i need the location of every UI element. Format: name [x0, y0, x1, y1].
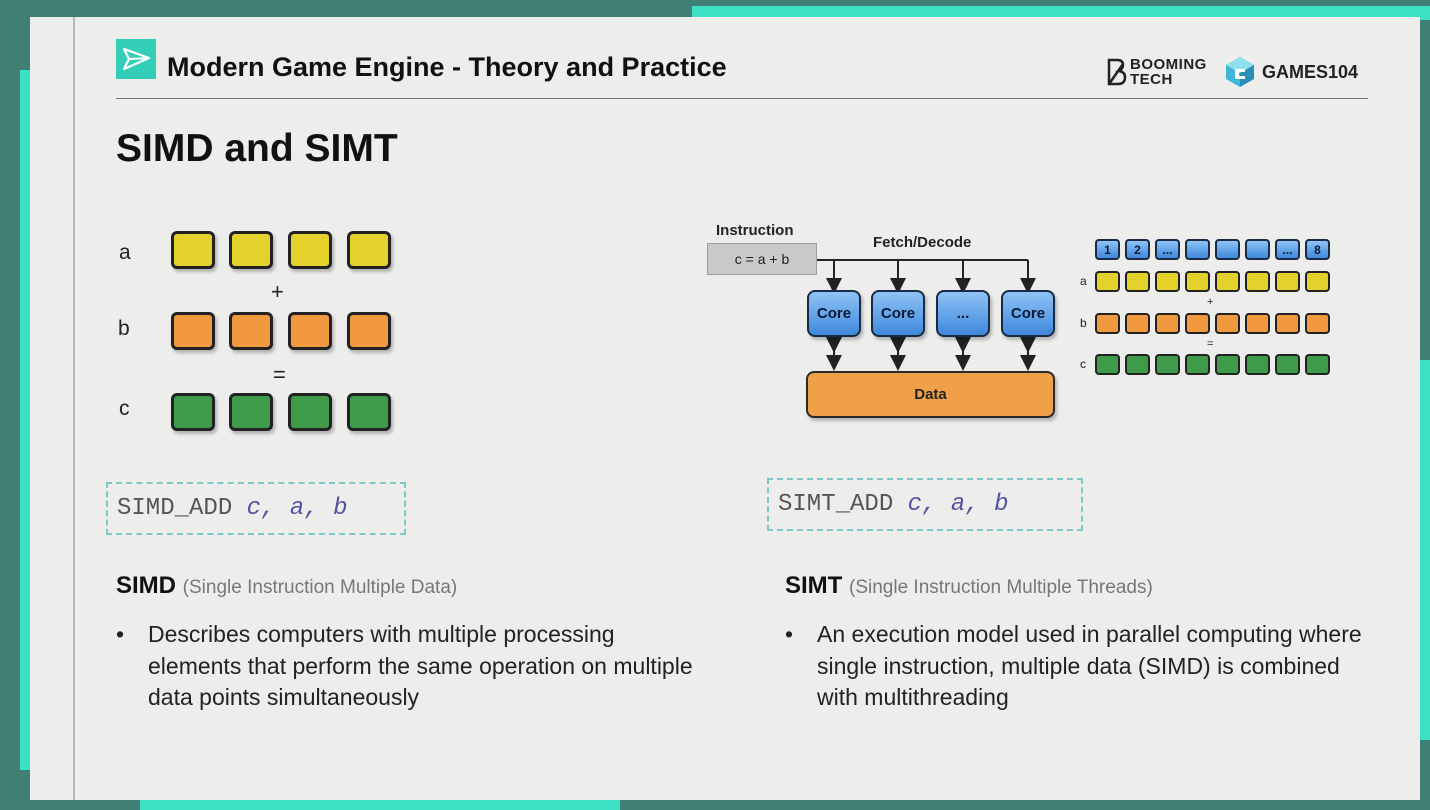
simt-arrows	[817, 259, 1036, 371]
simt-b-cell	[1125, 313, 1150, 334]
simt-row-a-label: a	[1080, 274, 1087, 288]
simt-a-cell	[1155, 271, 1180, 292]
simd-code-b: b	[333, 495, 348, 522]
thread-cell: 2	[1125, 239, 1150, 260]
simt-row-c-label: c	[1080, 357, 1086, 371]
simt-a-cell	[1185, 271, 1210, 292]
simd-a-cell	[229, 231, 273, 269]
brand-games104-text: GAMES104	[1262, 62, 1359, 82]
thread-cell: 1	[1095, 239, 1120, 260]
thread-cell: ...	[1275, 239, 1300, 260]
simt-a-cell	[1245, 271, 1270, 292]
booming-tech-logo-icon	[1107, 58, 1127, 86]
instruction-label: Instruction	[716, 222, 794, 239]
background-accent-top	[692, 6, 1430, 20]
simt-code-op: SIMT_ADD	[778, 491, 894, 518]
simd-code-a: a,	[289, 495, 319, 522]
simd-a-cell	[347, 231, 391, 269]
simt-a-cell	[1215, 271, 1240, 292]
core-box: Core	[1001, 290, 1055, 337]
thread-cell: ...	[1155, 239, 1180, 260]
simt-bullet-marker: •	[785, 621, 794, 647]
simt-a-cell	[1095, 271, 1120, 292]
simt-b-cell	[1305, 313, 1330, 334]
booming-tech-wordmark: BOOMING TECH	[1130, 57, 1207, 87]
simd-code-c: c,	[246, 495, 276, 522]
thread-cell: 8	[1305, 239, 1330, 260]
simd-c-cell	[171, 393, 215, 431]
background-accent-right	[1418, 360, 1430, 740]
brand-booming-text: BOOMING	[1130, 56, 1207, 73]
fetch-decode-label: Fetch/Decode	[873, 234, 972, 251]
simt-c-cell	[1245, 354, 1270, 375]
core-box: Core	[871, 290, 925, 337]
simd-bullet-marker: •	[116, 621, 125, 647]
simd-row-c-label: c	[119, 397, 130, 420]
simt-row-b-label: b	[1080, 316, 1087, 330]
simt-code-b: b	[994, 491, 1009, 518]
simt-c-cell	[1215, 354, 1240, 375]
simt-a-cell	[1305, 271, 1330, 292]
simd-b-cell	[347, 312, 391, 350]
simt-b-cell	[1275, 313, 1300, 334]
simt-heading-text: SIMT	[785, 572, 843, 599]
simt-c-cell	[1185, 354, 1210, 375]
simd-a-cell	[171, 231, 215, 269]
core-box: Core	[807, 290, 861, 337]
simt-c-cell	[1275, 354, 1300, 375]
simt-equals-sign: =	[1207, 338, 1214, 350]
simt-b-cell	[1155, 313, 1180, 334]
thread-cell	[1215, 239, 1240, 260]
simd-a-cell	[288, 231, 332, 269]
simd-b-cell	[288, 312, 332, 350]
simt-heading: SIMT (Single Instruction Multiple Thread…	[785, 572, 1153, 600]
simd-b-cell	[171, 312, 215, 350]
simd-description: Describes computers with multiple proces…	[148, 621, 693, 710]
simt-description: An execution model used in parallel comp…	[817, 621, 1362, 710]
simt-code-a: a,	[950, 491, 980, 518]
instruction-box: c = a + b	[707, 243, 817, 275]
course-logo-icon	[116, 39, 156, 79]
games104-logo-icon	[1226, 57, 1254, 87]
header-title: Modern Game Engine - Theory and Practice	[167, 52, 727, 82]
simd-c-cell	[229, 393, 273, 431]
simt-c-cell	[1095, 354, 1120, 375]
simt-b-cell	[1185, 313, 1210, 334]
simt-plus-sign: +	[1207, 296, 1214, 308]
simt-code-c: c,	[907, 491, 937, 518]
simd-equals-sign: =	[273, 362, 286, 387]
simt-b-cell	[1095, 313, 1120, 334]
simd-plus-sign: +	[271, 279, 284, 304]
simt-code-box: SIMT_ADD c, a, b	[767, 478, 1083, 531]
simd-row-b-label: b	[118, 317, 130, 340]
simt-subheading: (Single Instruction Multiple Threads)	[849, 577, 1153, 598]
slide-left-rule	[73, 17, 75, 800]
simd-b-cell	[229, 312, 273, 350]
simd-heading-text: SIMD	[116, 572, 176, 599]
slide-title: SIMD and SIMT	[116, 127, 398, 170]
simt-a-cell	[1125, 271, 1150, 292]
simd-row-a-label: a	[119, 241, 131, 264]
simt-c-cell	[1155, 354, 1180, 375]
simd-code-op: SIMD_ADD	[117, 495, 233, 522]
simt-a-cell	[1275, 271, 1300, 292]
thread-cell	[1185, 239, 1210, 260]
simt-b-cell	[1215, 313, 1240, 334]
simd-c-cell	[288, 393, 332, 431]
simd-code-box: SIMD_ADD c, a, b	[106, 482, 406, 535]
core-box: ...	[936, 290, 990, 337]
brand-tech-text: TECH	[1130, 71, 1173, 88]
simd-c-cell	[347, 393, 391, 431]
simd-heading: SIMD (Single Instruction Multiple Data)	[116, 572, 457, 600]
data-box: Data	[806, 371, 1055, 418]
slide: Modern Game Engine - Theory and Practice…	[30, 17, 1420, 800]
thread-cell	[1245, 239, 1270, 260]
simt-c-cell	[1305, 354, 1330, 375]
header-divider	[116, 98, 1368, 99]
simt-b-cell	[1245, 313, 1270, 334]
simt-c-cell	[1125, 354, 1150, 375]
simd-subheading: (Single Instruction Multiple Data)	[182, 577, 458, 598]
